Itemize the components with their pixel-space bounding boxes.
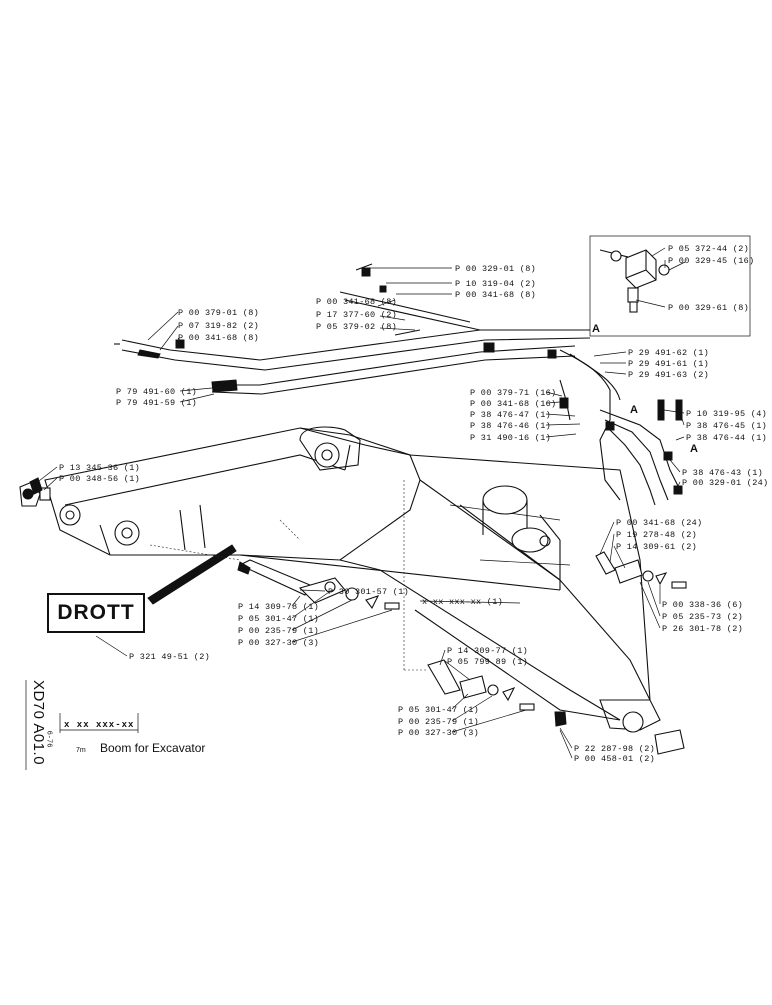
callout-label: P 00 348-56 (1) [59,474,141,484]
detail-a-marker: A [630,404,638,416]
callout-label: P 00 329-01 (24) [682,478,769,488]
callout-label: P 14 309-78 (1) [238,602,320,612]
callout-label: P 29 491-61 (1) [628,359,710,369]
callout-label: P 29 491-63 (2) [628,370,710,380]
callout-label: P 00 379-71 (16) [470,388,557,398]
callout-label: P 10 319-95 (4) [686,409,768,419]
callout-label: P 00 341-68 (8) [178,333,260,343]
callout-label: P 05 372-44 (2) [668,244,750,254]
callout-label: P 79 491-60 (1) [116,387,198,397]
detail-a-marker: A [690,443,698,455]
document-code: XD70 A01.0 [26,680,47,765]
date-code-text: 6-76 [44,730,53,748]
callout-label: P 22 287-98 (2) [574,744,656,754]
callout-label: P 321 49-51 (2) [129,652,211,662]
document-code-text: XD70 A01.0 [30,679,48,766]
callout-label: P 29 491-62 (1) [628,348,710,358]
callout-label: P 05 799 89 (1) [447,657,529,667]
callout-label: P 38 476-45 (1) [686,421,768,431]
callout-label: P 13 345-36 (1) [59,463,141,473]
callout-label: P 00 341-68 (8) [455,290,537,300]
callout-label: P 38 476-44 (1) [686,433,768,443]
callout-label: P 38 476-47 (1) [470,410,552,420]
detail-a-marker: A [592,323,600,335]
callout-label: P 79 491-59 (1) [116,398,198,408]
callout-label: P 00 329-61 (8) [668,303,750,313]
brand-logo-text: DROTT [57,601,135,624]
part-reference: x xx xxx-xx [64,720,135,730]
callout-label: P 14 309-77 (1) [447,646,529,656]
brand-pointer [147,544,237,605]
callout-label: P 31 490-16 (1) [470,433,552,443]
callout-label: P 00 329-45 (16) [668,256,755,266]
callout-label: P 10 319-04 (2) [455,279,537,289]
callout-label: P 14 309-61 (2) [616,542,698,552]
footer-rules [25,680,139,770]
callout-label: P 26 301-78 (2) [662,624,744,634]
callout-label: P 30 301-57 (1) [328,587,410,597]
hydraulic-lines [114,263,683,506]
callout-label: P 00 235-79 (1) [238,626,320,636]
callout-label: P 00 327-30 (3) [398,728,480,738]
callout-label: P 00 341-68 (16) [470,399,557,409]
callout-label: P 00 341-68 (24) [616,518,703,528]
callout-label: P 00 235-79 (1) [398,717,480,727]
callout-label: P 05 301-47 (1) [398,705,480,715]
callout-label: P 00 379-01 (8) [178,308,260,318]
callout-label: P 00 338-36 (6) [662,600,744,610]
boom-body [19,426,685,755]
callout-label: P 07 319-82 (2) [178,321,260,331]
detail-a-inset [589,235,751,337]
callout-label: P 00 458-01 (2) [574,754,656,764]
callout-label: P 38 476-43 (1) [682,468,764,478]
callout-label: P 00 327-30 (3) [238,638,320,648]
size-note: 7m [76,747,86,754]
callout-label: P 19 278-48 (2) [616,530,698,540]
callout-label: x xx xxx-xx (1) [422,597,504,607]
callout-label: P 00 341-68 (8) [316,297,398,307]
date-code: 6-76 [44,727,56,757]
drawing-title: Boom for Excavator [100,741,206,755]
pin-hardware [29,477,687,727]
callout-label: P 05 301-47 (1) [238,614,320,624]
callout-label: P 05 379-02 (8) [316,322,398,332]
callout-label: P 05 235-73 (2) [662,612,744,622]
callout-label: P 17 377-60 (2) [316,310,398,320]
callout-label: P 38 476-46 (1) [470,421,552,431]
callout-label: P 00 329-01 (8) [455,264,537,274]
leader-lines [34,247,685,759]
brand-label-box: DROTT [47,593,145,633]
